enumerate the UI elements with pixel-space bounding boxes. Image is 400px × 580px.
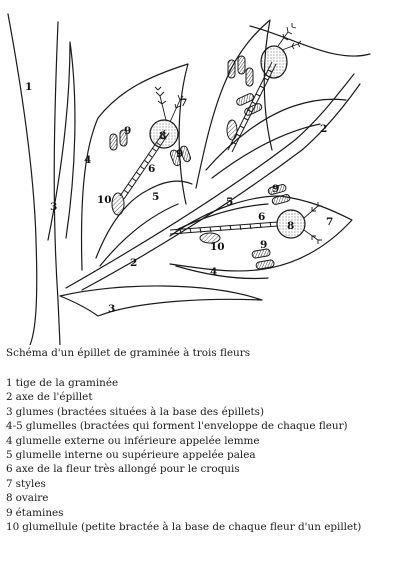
label-3: 3	[50, 201, 57, 213]
upper-glume	[47, 41, 76, 241]
legend-number: 6	[6, 463, 13, 476]
lodicule-lower	[111, 192, 125, 216]
label-3: 3	[108, 303, 115, 315]
legend-text: tige de la graminée	[15, 377, 119, 389]
label-8: 8	[287, 220, 294, 232]
stem-line	[53, 21, 61, 345]
label-7: 7	[326, 216, 333, 228]
stamen	[267, 184, 291, 205]
lower-lemma	[80, 63, 189, 271]
legend-text: glumes (bractées situées à la base des é…	[15, 405, 265, 418]
label-2: 2	[130, 257, 137, 269]
spikelet-axis	[81, 83, 361, 291]
ovary-lower	[149, 119, 179, 149]
legend-number: 2	[6, 391, 13, 404]
legend-number: 3	[6, 405, 13, 418]
label-9: 9	[176, 148, 183, 160]
legend-number: 5	[6, 448, 13, 461]
label-7: 7	[180, 97, 187, 109]
lower-palea	[95, 180, 193, 259]
styles-lower	[154, 86, 184, 123]
legend-number: 7	[6, 477, 13, 490]
legend-text: étamines	[15, 506, 64, 519]
legend-number: 4	[6, 434, 13, 447]
spikelet-axis	[65, 73, 355, 289]
styles-right	[303, 202, 322, 244]
label-10: 10	[210, 241, 225, 253]
label-4: 4	[84, 154, 91, 166]
label-6: 6	[148, 163, 155, 175]
upper-palea	[205, 98, 347, 171]
legend-text: axe de l'épillet	[15, 391, 93, 404]
spikelet-diagram: 1 2 2 3 3 4 4 5 5 6 6 7 7 8 8 9 9 9 9 10…	[7, 13, 371, 345]
legend-text: glumelle interne ou supérieure appelée p…	[15, 448, 256, 461]
legend-text: ovaire	[15, 492, 49, 505]
ovary-upper	[260, 45, 288, 79]
stamen	[251, 248, 275, 270]
right-lemma	[169, 195, 353, 272]
label-9: 9	[260, 239, 267, 251]
legend-number: 4-5	[6, 420, 23, 433]
label-10: 10	[97, 194, 112, 206]
legend-text: styles	[15, 477, 46, 490]
legend-number: 1	[6, 377, 13, 389]
stem-line	[7, 13, 38, 345]
stamen	[236, 93, 263, 116]
lodicule-right	[199, 232, 221, 244]
stamen	[109, 129, 128, 151]
label-1: 1	[25, 81, 32, 93]
lower-glume	[59, 285, 263, 317]
label-2: 2	[320, 123, 327, 135]
label-5: 5	[226, 196, 233, 208]
legend-number: 9	[6, 506, 13, 519]
stamen	[169, 145, 192, 167]
lower-palea	[99, 203, 179, 267]
caption: Schéma d'un épillet de graminée à trois …	[6, 346, 396, 534]
legend-number: 8	[6, 492, 13, 505]
stamen	[227, 55, 254, 87]
label-5: 5	[152, 191, 159, 203]
label-4: 4	[210, 266, 217, 278]
legend-text: glumellule (petite bractée à la base de …	[22, 520, 362, 533]
label-9: 9	[124, 125, 131, 137]
upper-lemma-tip	[249, 25, 371, 57]
styles-upper	[277, 23, 302, 51]
ovary-right	[276, 209, 306, 239]
legend-number: 10	[6, 520, 20, 533]
right-palea	[175, 203, 269, 231]
upper-lemma	[195, 19, 273, 189]
label-8: 8	[159, 130, 166, 142]
upper-palea	[211, 123, 321, 179]
caption-title: Schéma d'un épillet de graminée à trois …	[6, 347, 251, 359]
floret-axis-right	[169, 221, 279, 235]
legend-text: glumelle externe ou inférieure appelée l…	[15, 434, 260, 447]
right-floret-edge	[175, 265, 269, 280]
label-6: 6	[258, 211, 265, 223]
legend-text: axe de la fleur très allongé pour le cro…	[15, 463, 240, 476]
legend-text: glumelles (bractées qui forment l'envelo…	[25, 420, 348, 433]
lodicule-upper	[226, 119, 238, 141]
label-9: 9	[272, 183, 279, 195]
